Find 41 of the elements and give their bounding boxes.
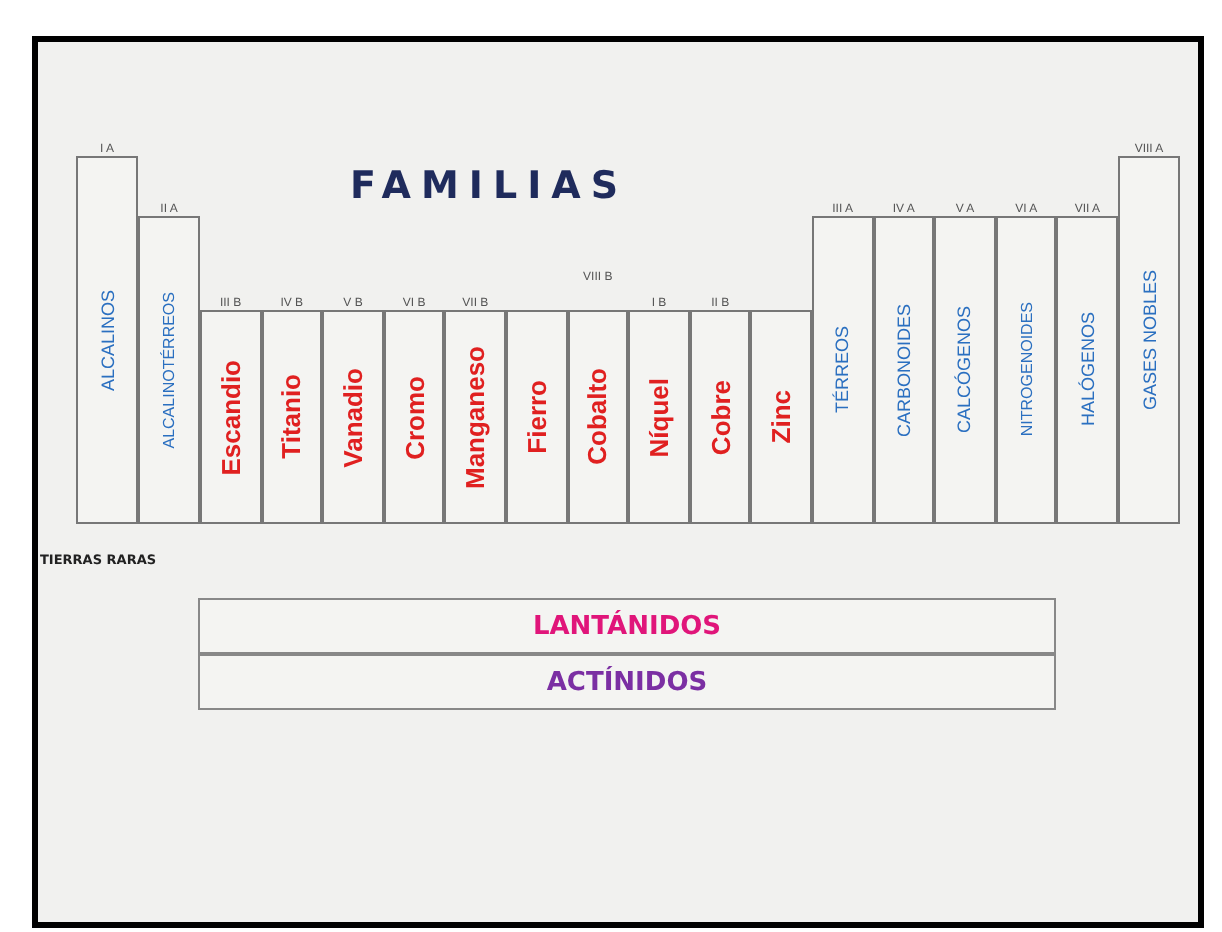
family-name: ALCALINOTÉRREOS xyxy=(160,291,178,449)
family-column xyxy=(995,216,1057,524)
family-column xyxy=(383,310,445,524)
family-column xyxy=(506,310,568,524)
family-column xyxy=(76,156,138,524)
family-column xyxy=(934,216,996,524)
family-column xyxy=(138,216,200,524)
family-column xyxy=(750,310,812,524)
series-band xyxy=(198,654,1056,710)
series-name: ACTÍNIDOS xyxy=(546,667,708,697)
family-column xyxy=(444,310,506,524)
element-name: Manganeso xyxy=(460,345,491,489)
family-column xyxy=(628,310,690,524)
series-name: LANTÁNIDOS xyxy=(532,611,722,641)
element-name: Níquel xyxy=(643,377,674,457)
family-column xyxy=(873,216,935,524)
element-name: Escandio xyxy=(215,359,246,475)
title: FAMILIAS xyxy=(350,164,629,208)
family-name: ALCALINOS xyxy=(97,289,117,391)
family-name: GASES NOBLES xyxy=(1139,269,1159,411)
element-name: Cobalto xyxy=(582,368,613,466)
element-name: Cromo xyxy=(399,375,430,459)
element-name: Vanadio xyxy=(337,367,368,467)
family-name: TÉRREOS xyxy=(832,326,853,414)
family-name: NITROGENOIDES xyxy=(1017,302,1036,438)
element-name: Titanio xyxy=(276,374,307,460)
family-column xyxy=(1118,156,1180,524)
element-name: Fierro xyxy=(521,380,552,454)
family-name: CARBONOIDES xyxy=(893,303,914,437)
series-band xyxy=(198,598,1056,654)
element-name: Zinc xyxy=(766,390,797,444)
family-column xyxy=(689,310,751,524)
family-column xyxy=(812,216,874,524)
family-column xyxy=(261,310,323,524)
family-column xyxy=(567,310,629,524)
family-column xyxy=(322,310,384,524)
family-name: HALÓGENOS xyxy=(1077,312,1098,427)
family-name: CALCÓGENOS xyxy=(954,306,975,434)
family-column xyxy=(200,310,262,524)
element-name: Cobre xyxy=(705,379,736,455)
family-column xyxy=(1056,216,1118,524)
